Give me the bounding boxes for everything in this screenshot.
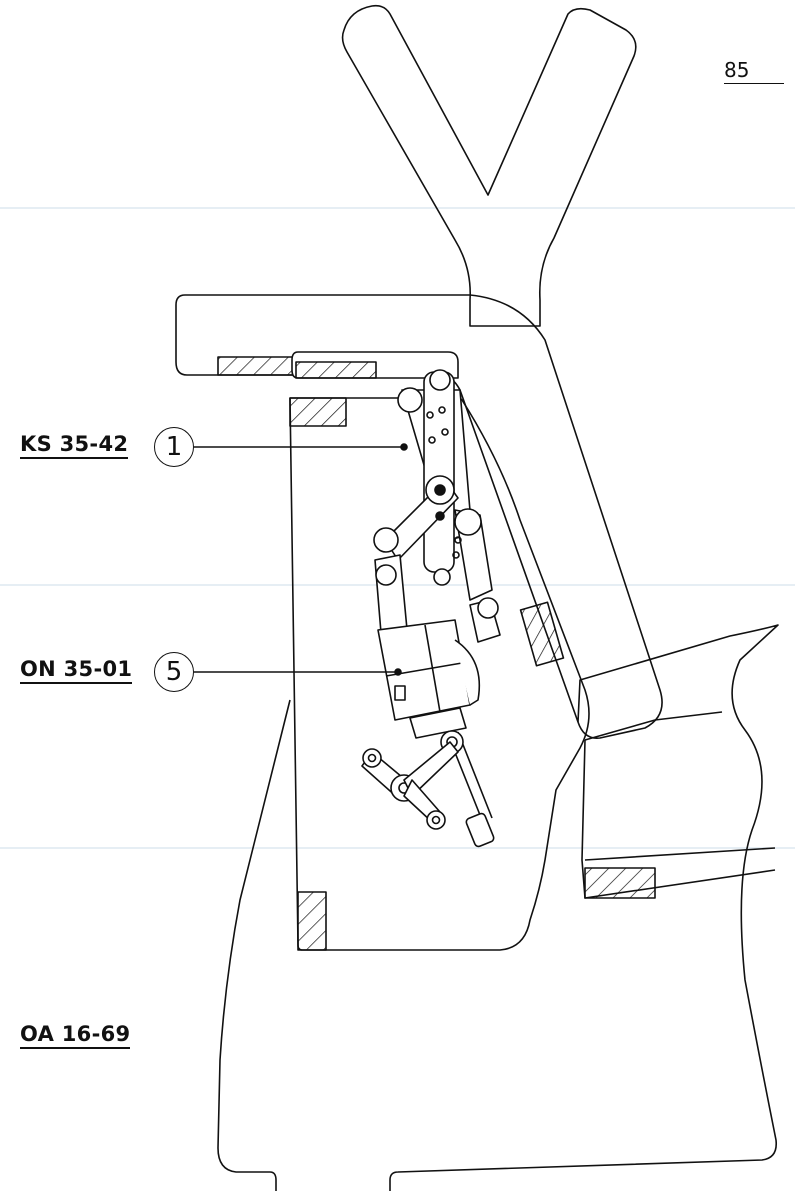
top-bar-outline [175, 294, 663, 739]
lower-body-outline [217, 624, 779, 1191]
label-oa: OA 16-69 [20, 1022, 131, 1049]
right-hatch-block [519, 601, 565, 667]
hinge-mechanism [373, 369, 501, 646]
label-ks: KS 35-42 [20, 432, 129, 459]
page-number: 85 [724, 58, 784, 84]
right-shelf [581, 711, 776, 899]
base-plate-hatch [295, 361, 377, 379]
lower-linkage [361, 730, 495, 848]
cabinet-hatch-top [289, 397, 347, 427]
cabinet-hatch-bottom [297, 891, 327, 951]
callout-ks: 1 [154, 427, 194, 467]
leader-dot-ks [400, 443, 408, 451]
label-on: ON 35-01 [20, 657, 133, 684]
y-shape-outline [341, 4, 637, 327]
leader-dot-on [394, 668, 402, 676]
callout-on: 5 [154, 652, 194, 692]
actuator-unit [377, 619, 481, 739]
right-shelf-hatch [584, 867, 656, 899]
